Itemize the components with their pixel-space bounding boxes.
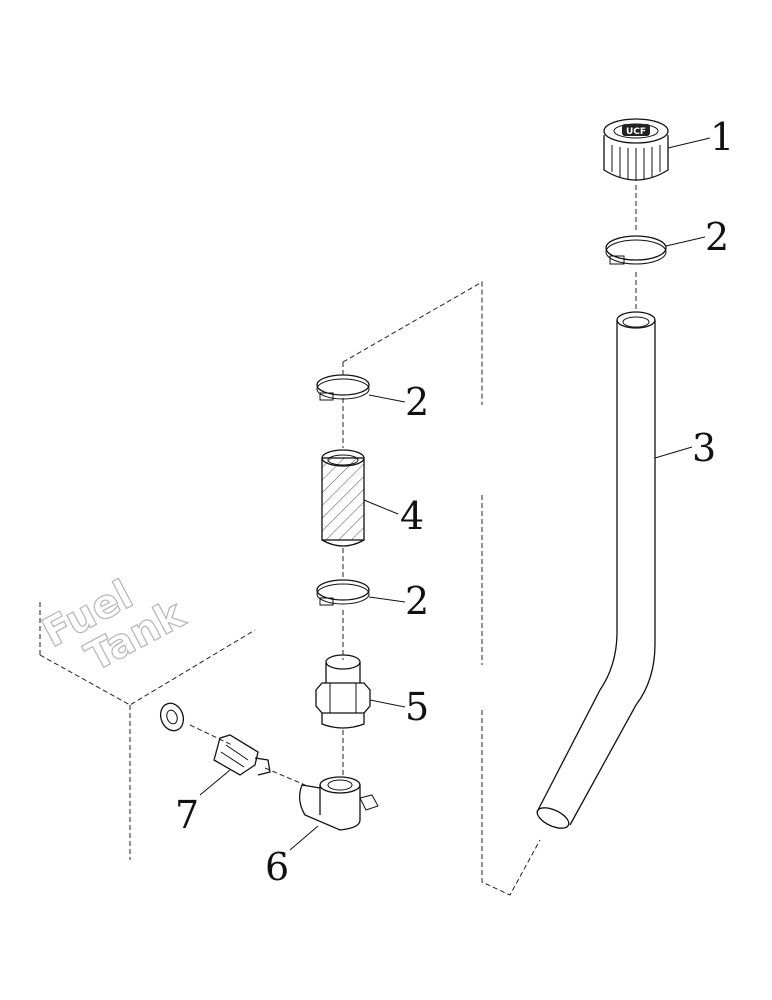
- callout-numbers: 1 2 2 2 3 4 5 6 7: [175, 115, 734, 889]
- callout-2-top: 2: [705, 215, 729, 259]
- fuel-tank: Fuel Tank: [34, 571, 256, 860]
- leader-lines: [199, 137, 711, 851]
- fuel-cap: UCF: [603, 118, 669, 181]
- tank-adapter: [159, 702, 271, 776]
- hose-clamp-middle: [316, 374, 370, 401]
- callout-7: 7: [175, 793, 199, 837]
- assembly-guides: [189, 185, 637, 896]
- elbow-fitting: [298, 776, 379, 831]
- fuel-hose: [321, 449, 365, 547]
- callout-5: 5: [405, 685, 429, 729]
- hose-clamp-top: [605, 235, 667, 265]
- filler-tube: [536, 311, 656, 829]
- barb-fitting: [315, 654, 371, 729]
- callout-2-middle: 2: [405, 380, 429, 424]
- callout-2-lower: 2: [405, 579, 429, 623]
- callout-3: 3: [692, 426, 716, 470]
- callout-1: 1: [710, 115, 734, 159]
- hose-clamp-lower: [316, 579, 370, 606]
- callout-4: 4: [400, 494, 424, 538]
- callout-6: 6: [265, 845, 289, 889]
- cap-logo: UCF: [626, 127, 646, 137]
